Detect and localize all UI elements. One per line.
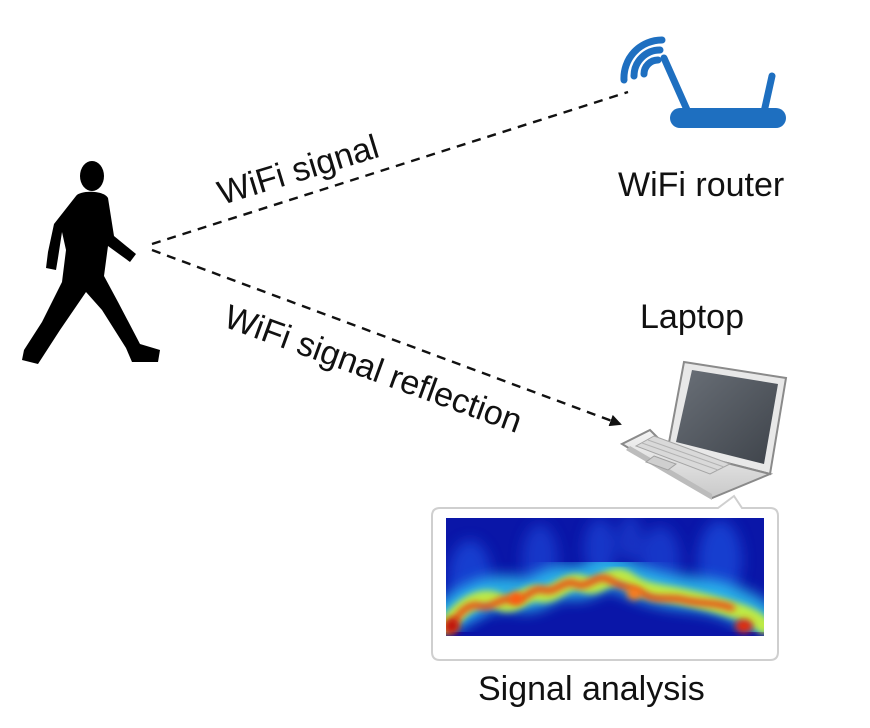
laptop-icon: [619, 360, 788, 500]
wifi-router-label: WiFi router: [618, 166, 784, 204]
wifi-reflection-arrow: [151, 248, 622, 427]
laptop-label: Laptop: [640, 298, 744, 336]
wifi-signal-label: WiFi signal: [213, 128, 383, 213]
wifi-signal-reflection-label: WiFi signal reflection: [219, 298, 527, 441]
wifi-router-icon: [620, 36, 786, 128]
spectrogram-image: [446, 518, 764, 636]
signal-analysis-label: Signal analysis: [478, 670, 705, 708]
wifi-signal-line: [151, 90, 629, 246]
walking-person-icon: [22, 161, 160, 364]
